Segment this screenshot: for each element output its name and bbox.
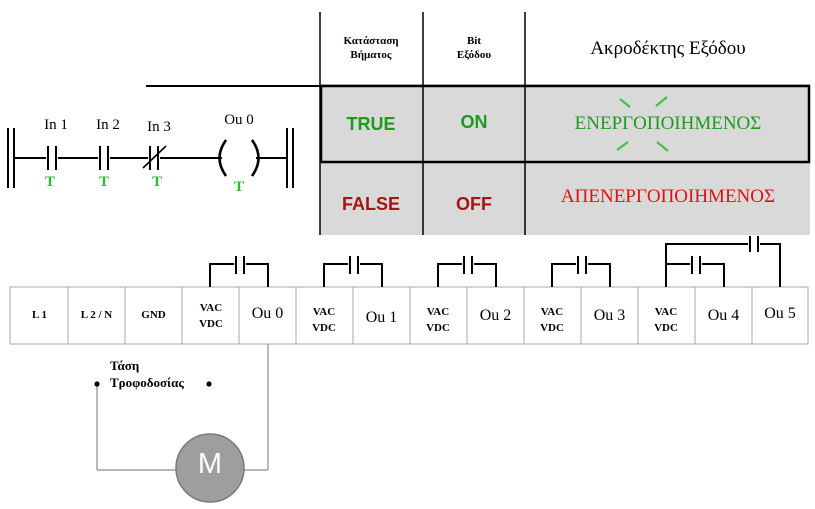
ladder-state-in2: T — [98, 174, 109, 190]
supply-label-line2: Τροφοδοσίας — [110, 375, 184, 390]
relay-contact-ou3-icon — [551, 256, 611, 287]
ladder-state-ou0: T — [233, 179, 244, 195]
terminal-strip-frame — [9, 286, 809, 345]
header-output-bit-line2: Εξόδου — [456, 49, 492, 61]
contact-in3-nc-icon — [142, 145, 167, 170]
terminal-gnd: GND — [141, 309, 166, 321]
row-false-output-terminal: ΑΠΕΝΕΡΓΟΠΟΙΗΜΕΝΟΣ — [560, 186, 776, 207]
terminal-l2n: L 2 / N — [80, 309, 113, 321]
terminal-l1: L 1 — [32, 309, 47, 321]
row-true-output-terminal: ΕΝΕΡΓΟΠΟΙΗΜΕΝΟΣ — [574, 113, 762, 134]
ladder-label-in3: In 3 — [147, 119, 171, 135]
row-true-output-bit: ON — [460, 112, 488, 132]
output-relay-contacts — [209, 236, 781, 287]
ladder-label-in1: In 1 — [44, 117, 68, 133]
supply-label-line1: Τάση — [110, 358, 140, 373]
coil-ou0-icon — [218, 139, 260, 177]
contact-in2-icon — [99, 146, 109, 170]
header-output-bit: Bit Εξόδου — [425, 34, 523, 62]
ladder-label-in2: In 2 — [96, 117, 120, 133]
motor-circuit — [96, 344, 269, 471]
motor-label: M — [197, 448, 223, 480]
terminal-ou4: Ou 4 — [707, 307, 740, 324]
supply-terminal-dot-left — [94, 381, 100, 387]
row-false-step-state: FALSE — [341, 194, 400, 214]
motor-icon — [175, 433, 245, 503]
relay-contact-ou1-icon — [323, 256, 383, 287]
header-step-state-line2: Βήματος — [350, 49, 392, 61]
header-step-state: Κατάσταση Βήματος — [322, 34, 420, 62]
table-row-true-bg — [320, 84, 810, 162]
state-table — [146, 12, 811, 235]
relay-contact-ou4-icon — [665, 256, 725, 287]
row-true-step-state: TRUE — [346, 114, 396, 134]
ladder-state-in1: T — [44, 174, 55, 190]
terminal-ou3: Ou 3 — [593, 307, 626, 324]
terminal-ou2: Ou 2 — [479, 307, 512, 324]
terminal-ou0: Ou 0 — [251, 305, 284, 322]
table-row-true-frame — [319, 84, 811, 164]
relay-contact-ou2-icon — [437, 256, 497, 287]
relay-contact-ou5-icon — [665, 236, 781, 287]
ladder-state-in3: T — [151, 174, 162, 190]
supply-voltage-label: Τάση Τροφοδοσίας — [110, 357, 184, 391]
supply-terminal-dot-right — [206, 381, 212, 387]
ladder-label-ou0: Ou 0 — [224, 112, 254, 128]
contact-in1-icon — [47, 146, 57, 170]
header-step-state-line1: Κατάσταση — [343, 35, 399, 47]
relay-contact-ou0-icon — [209, 256, 269, 287]
row-false-output-bit: OFF — [456, 194, 492, 214]
header-output-bit-line1: Bit — [466, 35, 482, 47]
terminal-ou5: Ou 5 — [764, 305, 796, 322]
header-output-terminal: Ακροδέκτης Εξόδου — [590, 38, 746, 59]
terminal-ou1: Ou 1 — [365, 309, 398, 326]
table-row-false-bg — [320, 162, 810, 235]
terminal-strip — [9, 286, 809, 345]
glow-rays-icon — [616, 96, 669, 152]
ladder-diagram — [7, 128, 294, 188]
